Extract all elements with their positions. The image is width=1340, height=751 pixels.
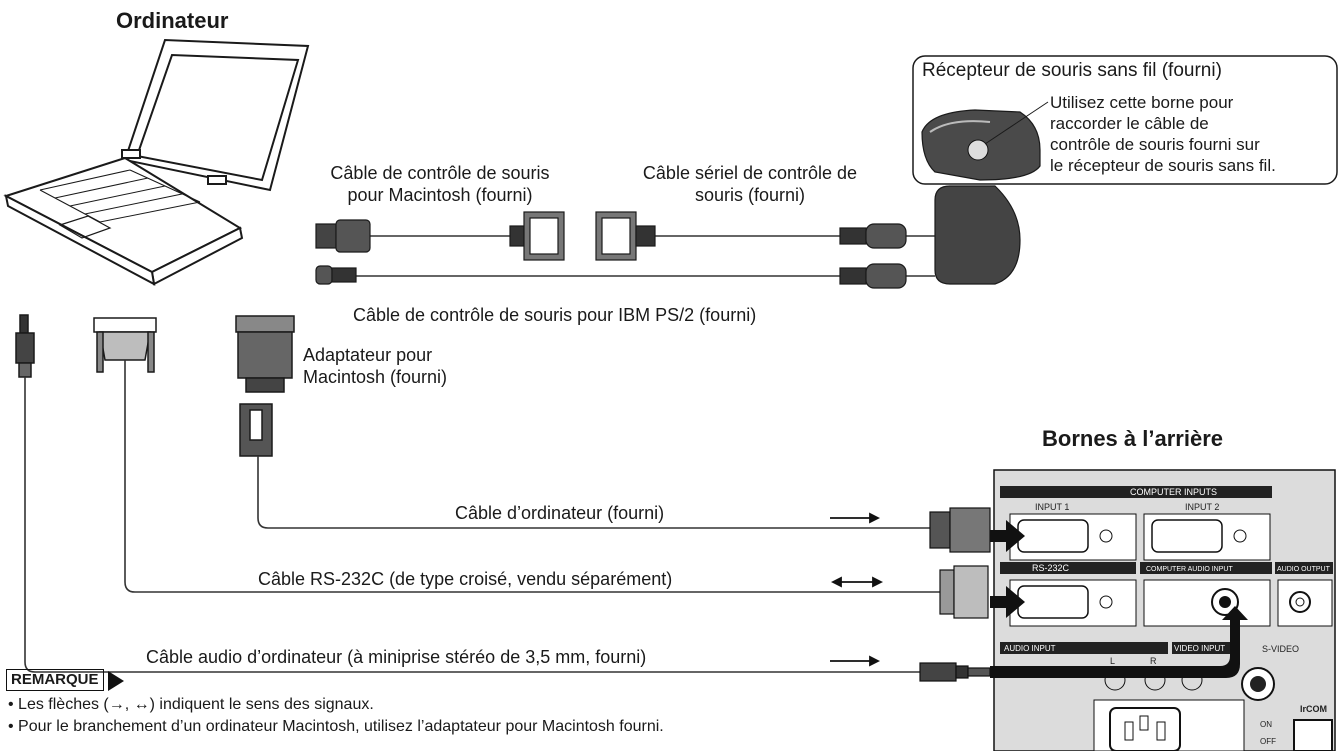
panel-audio-input: AUDIO INPUT	[1004, 644, 1056, 653]
projector-side-plugs	[919, 507, 991, 682]
ps2-mouse-cable-label: Câble de contrôle de souris pour IBM PS/…	[353, 305, 757, 325]
receiver-note-line: le récepteur de souris sans fil.	[1050, 156, 1276, 175]
remarque-note: • Les flèches (→, ↔) indiquent le sens d…	[8, 696, 374, 713]
receiver-note-line: raccorder le câble de	[1050, 114, 1209, 133]
serial-mouse-cable-label: Câble sériel de contrôle de souris (four…	[612, 162, 888, 206]
projector-rear-panel	[990, 469, 1336, 751]
panel-computer-inputs: COMPUTER INPUTS	[1130, 487, 1217, 497]
remarque-note: • Pour le branchement d’un ordinateur Ma…	[8, 718, 664, 735]
computer-side-connectors	[15, 314, 295, 457]
panel-computer-audio-input: COMPUTER AUDIO INPUT	[1146, 566, 1233, 573]
rs232c-cable-label: Câble RS-232C (de type croisé, vendu sép…	[258, 569, 673, 589]
panel-video-input: VIDEO INPUT	[1174, 644, 1225, 653]
serial-mouse-cable-line: souris (fourni)	[694, 185, 806, 205]
computer-cable-label: Câble d’ordinateur (fourni)	[455, 503, 665, 523]
laptop-illustration	[3, 38, 310, 286]
audio-cable-label: Câble audio d’ordinateur (à miniprise st…	[146, 647, 647, 667]
panel-labels: COMPUTER INPUTS INPUT 1 INPUT 2 RS-232C …	[1004, 487, 1331, 746]
panel-r: R	[1150, 656, 1157, 666]
remarque-note-text: Pour le branchement d’un ordinateur Maci…	[18, 718, 664, 735]
panel-rs232c: RS-232C	[1032, 563, 1070, 573]
remarque-note-text: Les flèches (→, ↔) indiquent le sens des…	[18, 696, 374, 713]
panel-audio-output: AUDIO OUTPUT	[1277, 566, 1331, 573]
panel-s-video: S-VIDEO	[1262, 644, 1299, 654]
receiver-note: Utilisez cette borne pour raccorder le c…	[1050, 92, 1276, 176]
panel-on: ON	[1260, 720, 1272, 729]
mac-adapter-line: Adaptateur pour	[303, 345, 433, 365]
remarque-arrow-icon	[108, 671, 124, 691]
wireless-receiver	[934, 185, 1021, 285]
wireless-receiver-label: Récepteur de souris sans fil (fourni)	[922, 60, 1222, 81]
computer-title: Ordinateur	[116, 8, 229, 33]
rear-terminals-title: Bornes à l’arrière	[1042, 426, 1223, 451]
mac-adapter-line: Macintosh (fourni)	[303, 367, 448, 387]
panel-ircom: IrCOM	[1300, 704, 1327, 714]
mac-adapter-label: Adaptateur pour Macintosh (fourni)	[303, 344, 447, 388]
mouse-cable-connectors	[315, 211, 907, 289]
signal-arrows	[830, 512, 884, 667]
receiver-note-line: Utilisez cette borne pour	[1050, 93, 1234, 112]
mac-mouse-cable-line: Câble de contrôle de souris	[330, 163, 550, 183]
cable-lines	[24, 235, 940, 673]
remarque-title: REMARQUE	[6, 669, 104, 691]
serial-mouse-cable-line: Câble sériel de contrôle de	[642, 163, 858, 183]
panel-input2: INPUT 2	[1185, 502, 1219, 512]
mac-mouse-cable-line: pour Macintosh (fourni)	[347, 185, 533, 205]
receiver-note-line: contrôle de souris fourni sur	[1050, 135, 1260, 154]
panel-input1: INPUT 1	[1035, 502, 1069, 512]
mac-mouse-cable-label: Câble de contrôle de souris pour Macinto…	[300, 162, 580, 206]
receiver-callout	[912, 55, 1338, 185]
panel-off: OFF	[1260, 737, 1276, 746]
panel-l: L	[1110, 656, 1115, 666]
